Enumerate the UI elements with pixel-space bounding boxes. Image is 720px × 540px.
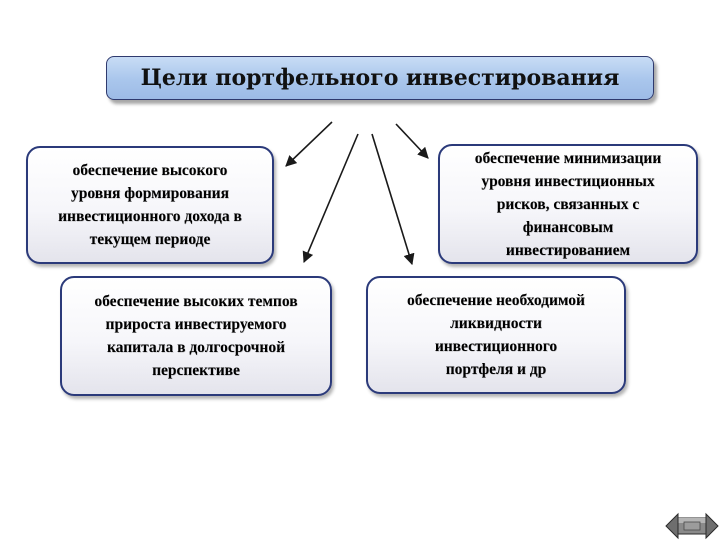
goal-text-liquidity: обеспечение необходимой ликвидности инве… bbox=[407, 292, 585, 378]
goal-box-capital-growth: обеспечение высоких темпов прироста инве… bbox=[60, 276, 332, 396]
diagram-title: Цели портфельного инвестирования bbox=[140, 65, 620, 91]
goal-text-risk-minimization: обеспечение минимизации уровня инвестици… bbox=[474, 149, 662, 259]
arrow-to-goal-1 bbox=[285, 121, 333, 167]
title-box: Цели портфельного инвестирования bbox=[106, 56, 654, 100]
goal-text-capital-growth: обеспечение высоких темпов прироста инве… bbox=[94, 293, 298, 379]
goal-box-risk-minimization: обеспечение минимизации уровня инвестици… bbox=[438, 144, 698, 264]
arrow-to-goal-3 bbox=[302, 133, 359, 264]
goal-box-liquidity: обеспечение необходимой ликвидности инве… bbox=[366, 276, 626, 394]
slide-navigation-arrows-icon[interactable] bbox=[664, 510, 720, 540]
arrow-to-goal-2 bbox=[395, 123, 429, 159]
goal-text-income: обеспечение высокого уровня формирования… bbox=[58, 162, 242, 248]
arrow-to-goal-4 bbox=[371, 133, 415, 266]
goal-box-income: обеспечение высокого уровня формирования… bbox=[26, 146, 274, 264]
